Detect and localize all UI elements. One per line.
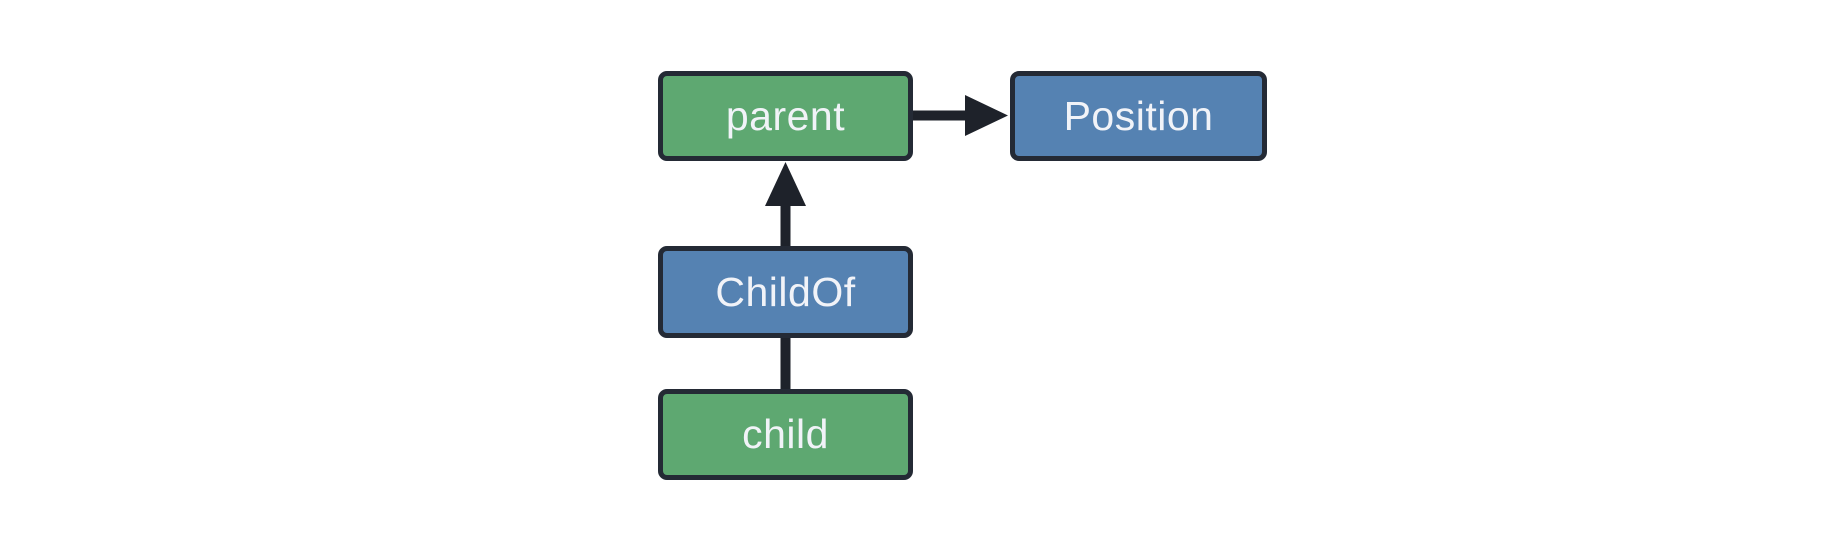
node-parent-label: parent bbox=[725, 92, 846, 139]
edge-parent-to-position bbox=[911, 95, 1008, 136]
node-child-label: child bbox=[742, 411, 829, 457]
node-childof: ChildOf bbox=[658, 246, 913, 338]
node-position: Position bbox=[1010, 71, 1267, 161]
node-childof-label: ChildOf bbox=[715, 268, 856, 315]
edge-childof-to-parent bbox=[765, 162, 806, 248]
node-parent: parent bbox=[658, 71, 913, 161]
node-position-label: Position bbox=[1063, 92, 1214, 139]
edge-childof-parent-arrowhead-icon bbox=[765, 162, 806, 206]
node-child: child bbox=[658, 389, 913, 480]
edge-parent-position-arrowhead-icon bbox=[965, 95, 1008, 136]
